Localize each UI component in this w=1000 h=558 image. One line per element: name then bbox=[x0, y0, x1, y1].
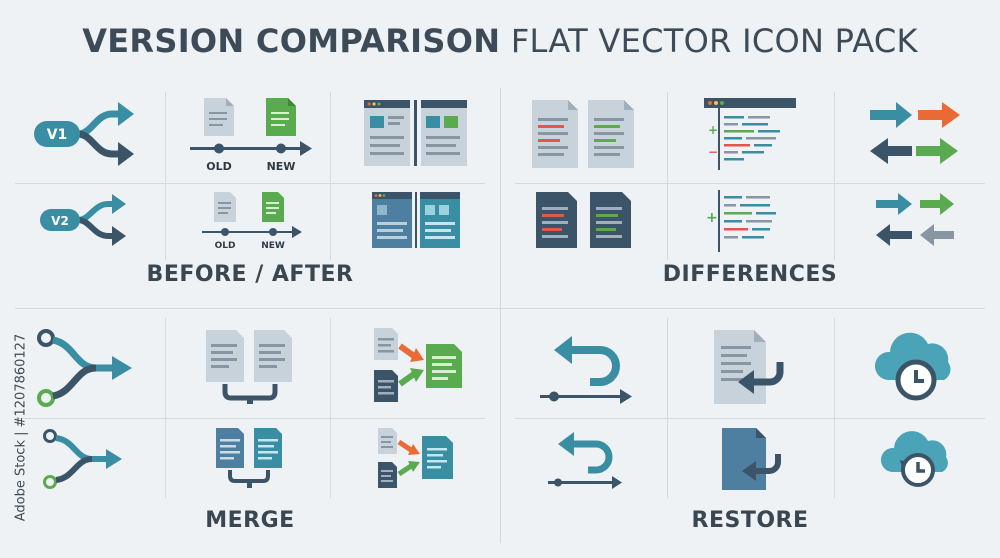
code-diff-window-icon: + − bbox=[700, 96, 800, 172]
merge-docs-icon bbox=[200, 326, 300, 406]
divider-col-7 bbox=[667, 318, 668, 498]
diff-docs-icon bbox=[530, 98, 640, 170]
undo-timeline-icon bbox=[536, 328, 636, 408]
divider-row-2 bbox=[515, 183, 985, 184]
branch-v2-icon: V2 bbox=[38, 190, 134, 252]
divider-col-4 bbox=[834, 92, 835, 260]
section-label-before-after: BEFORE / AFTER bbox=[146, 262, 354, 287]
timeline-new-label: NEW bbox=[267, 160, 296, 173]
title-bold: VERSION COMPARISON bbox=[82, 22, 501, 60]
divider-middle bbox=[15, 308, 985, 309]
svg-text:−: − bbox=[708, 145, 718, 159]
merge-to-doc-icon bbox=[370, 326, 470, 406]
old-new-timeline-icon: OLD NEW bbox=[186, 96, 316, 176]
svg-text:+: + bbox=[706, 210, 718, 226]
divider-col-3 bbox=[667, 92, 668, 260]
badge-v2: V2 bbox=[51, 214, 69, 228]
cloud-clock-icon bbox=[868, 326, 964, 406]
svg-text:+: + bbox=[708, 123, 718, 137]
divider-col-1 bbox=[165, 92, 166, 260]
swap-arrows-icon bbox=[866, 98, 966, 170]
swap-arrows-small-icon bbox=[870, 190, 960, 250]
merge-branches-small-icon bbox=[40, 426, 130, 492]
divider-row-4 bbox=[515, 418, 985, 419]
section-label-restore: RESTORE bbox=[691, 508, 809, 533]
divider-center bbox=[500, 88, 501, 543]
timeline-new-label-small: NEW bbox=[261, 241, 285, 251]
title-light: FLAT VECTOR ICON PACK bbox=[510, 22, 918, 60]
branch-v1-icon: V1 bbox=[30, 96, 140, 172]
divider-col-2 bbox=[330, 92, 331, 260]
section-label-differences: DIFFERENCES bbox=[662, 262, 838, 287]
restore-doc-icon bbox=[710, 326, 794, 408]
divider-col-6 bbox=[330, 318, 331, 498]
divider-col-8 bbox=[834, 318, 835, 498]
diff-docs-dark-icon bbox=[534, 190, 638, 250]
merge-branches-icon bbox=[34, 326, 138, 412]
cloud-history-icon bbox=[874, 424, 960, 494]
stock-id-text: Adobe Stock | #1207860127 bbox=[13, 333, 29, 522]
code-diff-icon: + bbox=[700, 188, 800, 254]
old-new-timeline-small-icon: OLD NEW bbox=[198, 190, 308, 252]
split-window-dark-icon bbox=[370, 190, 462, 250]
undo-timeline-small-icon bbox=[544, 426, 628, 492]
divider-row-1 bbox=[15, 183, 485, 184]
section-label-merge: MERGE bbox=[205, 508, 295, 533]
restore-doc-blue-icon bbox=[718, 424, 792, 494]
timeline-old-label: OLD bbox=[206, 160, 232, 173]
split-window-icon bbox=[362, 98, 470, 168]
merge-to-doc-small-icon bbox=[374, 426, 464, 492]
timeline-old-label-small: OLD bbox=[215, 241, 236, 251]
divider-row-3 bbox=[15, 418, 485, 419]
badge-v1: V1 bbox=[47, 127, 68, 143]
divider-col-5 bbox=[165, 318, 166, 498]
page-title: VERSION COMPARISON FLAT VECTOR ICON PACK bbox=[0, 22, 1000, 60]
merge-docs-dark-icon bbox=[212, 426, 292, 492]
